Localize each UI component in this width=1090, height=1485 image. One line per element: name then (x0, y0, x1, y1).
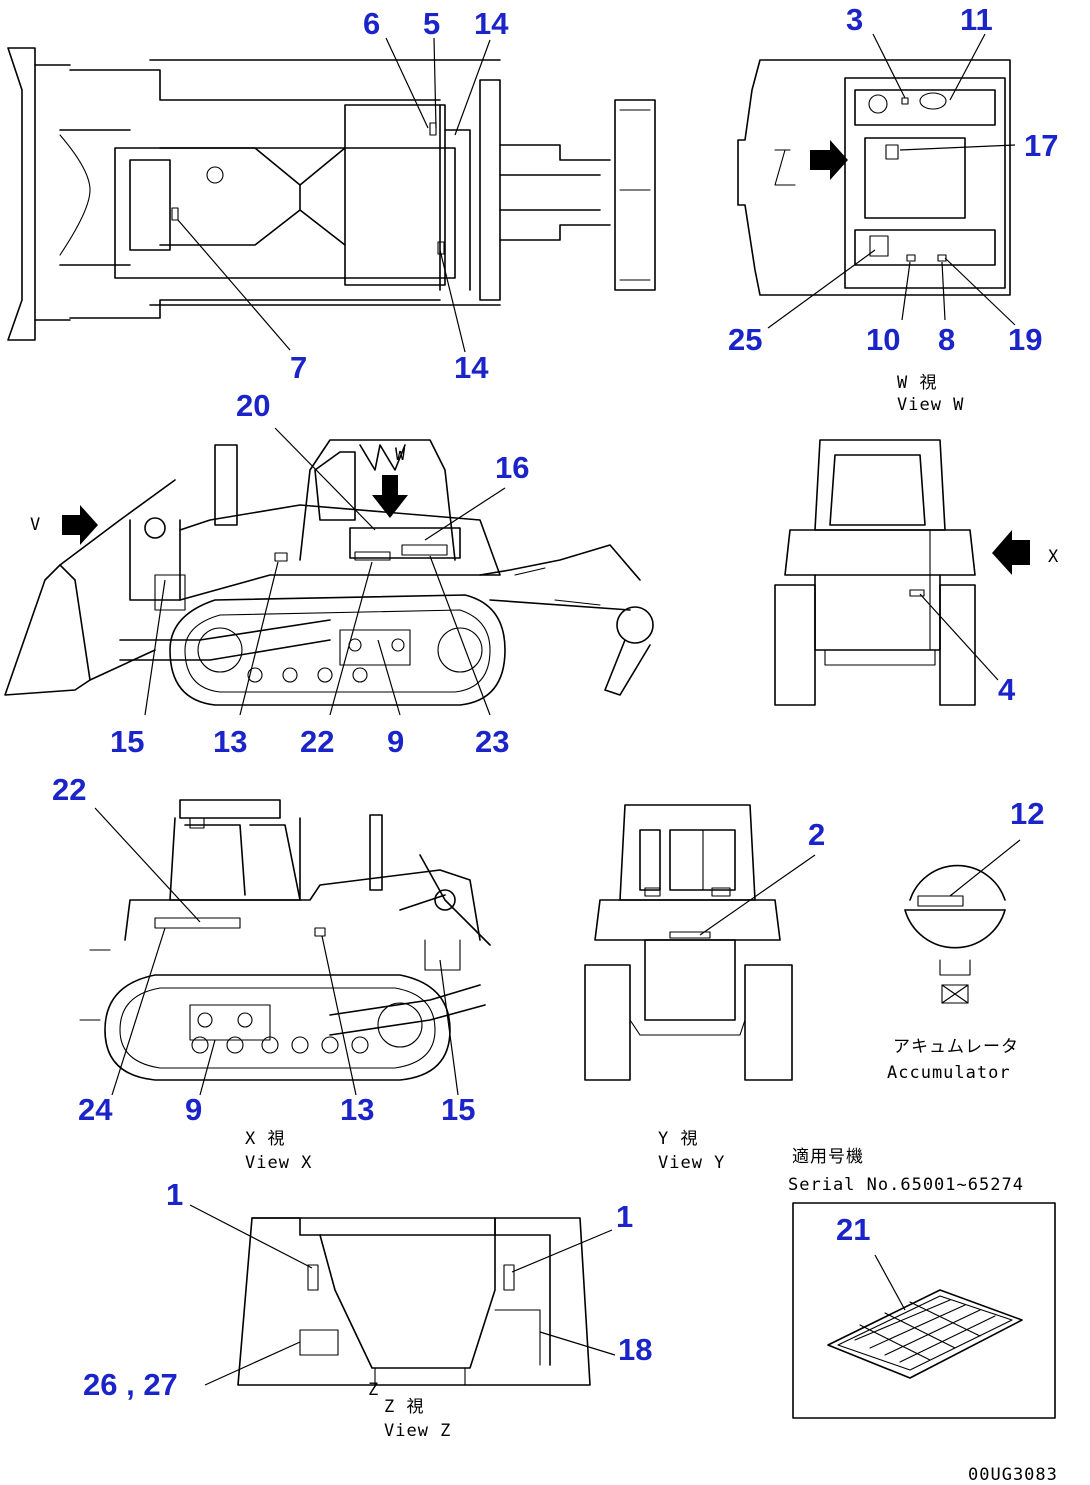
leader-21 (874, 1254, 906, 1311)
callout-6: 6 (363, 6, 380, 41)
arrow-label-x: X (1048, 547, 1059, 567)
callout-11: 11 (960, 2, 993, 37)
callout-20: 20 (236, 388, 270, 423)
view-y-caption-jp: Y 視 (658, 1129, 698, 1149)
callout-15-left: 15 (110, 724, 144, 759)
arrow-label-z: Z (368, 1380, 379, 1400)
callout-13-right: 13 (340, 1092, 374, 1127)
side-view-left-drawing: V W (4, 439, 654, 706)
callout-2: 2 (808, 817, 825, 852)
leader-4 (919, 593, 999, 681)
serial-box (792, 1202, 1056, 1419)
view-z-drawing (237, 1217, 591, 1386)
view-w-caption: View W (897, 395, 964, 415)
view-w-caption-jp: W 視 (897, 373, 937, 393)
accumulator-label: Accumulator (887, 1063, 1011, 1083)
leader-12 (949, 839, 1021, 897)
side-view-left-leaders (144, 427, 506, 716)
top-view-leaders (177, 37, 491, 353)
callout-1-left: 1 (166, 1177, 183, 1212)
view-x-caption-jp: X 視 (245, 1129, 285, 1149)
callout-15-right: 15 (441, 1092, 475, 1127)
callout-7: 7 (290, 350, 307, 385)
callout-17: 17 (1024, 128, 1058, 163)
callout-9-right: 9 (185, 1092, 202, 1127)
callout-10: 10 (866, 322, 900, 357)
arrow-label-w: W (395, 445, 406, 465)
callout-16: 16 (495, 450, 529, 485)
callout-14-bottom: 14 (454, 350, 489, 385)
callout-21: 21 (836, 1212, 870, 1247)
callout-9-left: 9 (387, 724, 404, 759)
view-w-leaders (767, 33, 1016, 329)
serial-number: Serial No.65001~65274 (788, 1175, 1024, 1195)
callout-25: 25 (728, 322, 762, 357)
callout-8: 8 (938, 322, 955, 357)
callout-4: 4 (998, 672, 1016, 707)
view-z-leaders (189, 1204, 616, 1386)
callout-12: 12 (1010, 796, 1044, 831)
view-y-drawing (584, 804, 793, 1081)
view-z-caption-jp: Z 視 (384, 1397, 424, 1417)
callout-18: 18 (618, 1332, 652, 1367)
accumulator-drawing (904, 864, 1006, 1004)
callout-22-right: 22 (52, 772, 86, 807)
rear-view-drawing: X (774, 439, 1059, 706)
part-21-drawing (827, 1289, 1023, 1379)
view-z-caption: View Z (384, 1421, 451, 1441)
view-x-drawing (79, 799, 491, 1081)
callout-1-right: 1 (616, 1199, 633, 1234)
callout-26-27: 26 , 27 (83, 1367, 178, 1402)
callout-22-left: 22 (300, 724, 334, 759)
callout-13-left: 13 (213, 724, 247, 759)
view-y-caption: View Y (658, 1153, 725, 1173)
callout-24: 24 (78, 1092, 113, 1127)
drawing-code: 00UG3083 (968, 1465, 1058, 1485)
callout-14-top: 14 (474, 6, 509, 41)
arrow-label-v: V (30, 515, 41, 535)
top-view-drawing (7, 47, 656, 341)
view-x-caption: View X (245, 1153, 312, 1173)
callout-19: 19 (1008, 322, 1042, 357)
callout-5: 5 (423, 6, 440, 41)
serial-label-jp: 適用号機 (792, 1147, 864, 1167)
view-x-leaders (94, 807, 459, 1096)
view-w-drawing (737, 59, 1011, 296)
leader-2 (699, 854, 816, 936)
accumulator-label-jp: アキュムレータ (893, 1037, 1019, 1057)
callout-3: 3 (846, 2, 863, 37)
callout-23: 23 (475, 724, 509, 759)
